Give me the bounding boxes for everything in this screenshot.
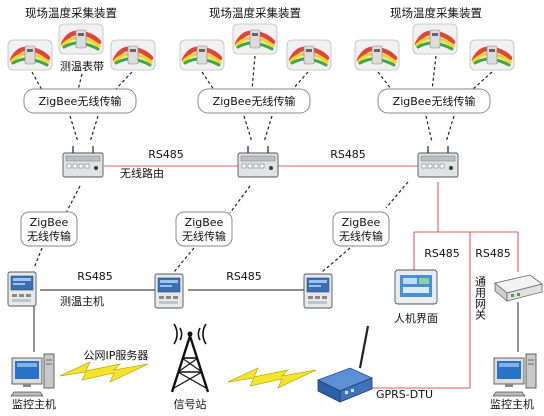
zigbee-mid-bubble-2 — [175, 211, 233, 247]
site-c-title: 现场温度采集装置 — [390, 6, 482, 20]
zigbee-bubble-2 — [197, 88, 311, 114]
rs485-router-1-label: RS485 — [148, 148, 184, 161]
lightning-icon — [59, 361, 149, 383]
signal-station-label: 信号站 — [174, 397, 207, 411]
temperature-strap-icon — [470, 40, 514, 70]
monitor-computer-icon — [492, 353, 537, 397]
gateway-icon — [494, 274, 543, 302]
zigbee-mid-bubble-3 — [332, 211, 390, 247]
wireless-router-icon — [62, 145, 104, 178]
temperature-strap-icon — [233, 24, 277, 54]
temperature-host-icon — [303, 273, 333, 309]
temp-host-label: 测温主机 — [60, 294, 104, 308]
temp-strip-label: 测温表带 — [60, 59, 104, 73]
zigbee-mid-3-line2: 无线传输 — [339, 229, 383, 243]
wireless-router-label: 无线路由 — [120, 166, 164, 180]
rs485-host-2-label: RS485 — [226, 270, 262, 283]
rs485-router-2-label: RS485 — [330, 148, 366, 161]
zigbee-top-3-label: ZigBee无线传输 — [393, 94, 476, 108]
zigbee-bubble-3 — [377, 88, 491, 114]
zigbee-mid-3-line1: ZigBee — [342, 216, 381, 229]
wireless-router-icon — [237, 145, 279, 178]
zigbee-top-1-label: ZigBee无线传输 — [39, 94, 122, 108]
site-b-title: 现场温度采集装置 — [209, 6, 301, 20]
zigbee-mid-bubble-1 — [20, 211, 78, 247]
rs485-host-1-label: RS485 — [77, 270, 113, 283]
gprs-dtu-label: GPRS-DTU — [376, 388, 433, 401]
signal-tower-icon — [170, 323, 210, 393]
temperature-strap-icon — [59, 24, 103, 54]
temperature-strap-icon — [355, 40, 399, 70]
hmi-label: 人机界面 — [394, 311, 438, 325]
monitor-right-label: 监控主机 — [490, 397, 534, 411]
rs485-gateway-label: RS485 — [475, 247, 511, 260]
temperature-strap-icon — [413, 24, 457, 54]
temperature-host-icon — [154, 273, 184, 309]
public-ip-server-label: 公网IP服务器 — [84, 349, 149, 362]
temperature-strap-icon — [180, 40, 224, 70]
temperature-strap-icon — [111, 40, 155, 70]
temperature-host-icon — [7, 271, 37, 307]
zigbee-mid-2-line2: 无线传输 — [182, 229, 226, 243]
zigbee-mid-1-line2: 无线传输 — [27, 229, 71, 243]
hmi-panel-icon — [394, 269, 438, 305]
monitor-computer-icon — [10, 353, 55, 397]
wireless-router-icon — [417, 145, 459, 178]
zigbee-top-2-label: ZigBee无线传输 — [213, 94, 296, 108]
zigbee-mid-1-line1: ZigBee — [30, 216, 69, 229]
monitor-left-label: 监控主机 — [12, 397, 56, 411]
zigbee-bubble-1 — [23, 88, 137, 114]
gateway-label: 通用网关 — [474, 276, 487, 321]
lightning-icon — [227, 367, 317, 389]
gprs-dtu-icon — [317, 325, 374, 403]
temperature-strap-icon — [8, 40, 52, 70]
site-a-title: 现场温度采集装置 — [25, 6, 117, 20]
rs485-hmi-label: RS485 — [424, 247, 460, 260]
temperature-strap-icon — [287, 40, 331, 70]
zigbee-mid-2-line1: ZigBee — [185, 216, 224, 229]
